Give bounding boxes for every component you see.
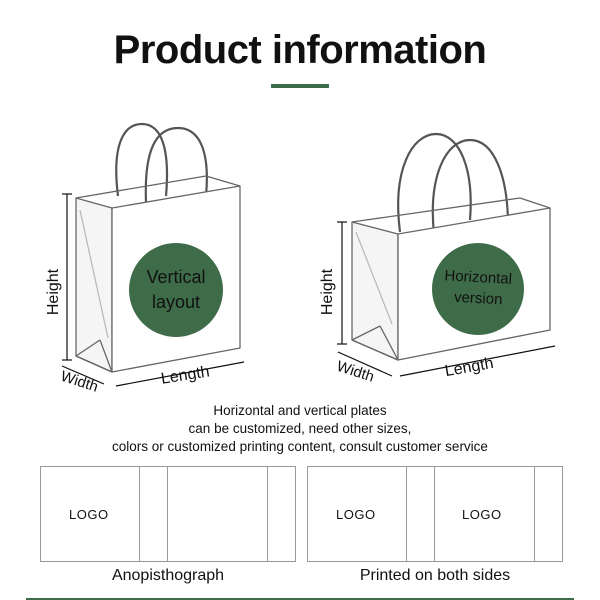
horizontal-bag-handle-back bbox=[397, 132, 472, 233]
vertical-width-line bbox=[61, 365, 105, 385]
double-side-caption: Printed on both sides bbox=[359, 567, 511, 584]
fold-line bbox=[139, 467, 140, 561]
horizontal-length-line bbox=[399, 345, 556, 377]
horizontal-version-circle bbox=[432, 243, 524, 335]
vertical-length-line bbox=[115, 361, 245, 387]
horizontal-version-label-1: Horizontal bbox=[444, 267, 512, 288]
vertical-length-label: Length bbox=[160, 363, 211, 387]
page-title: Product information bbox=[113, 28, 487, 72]
horizontal-width-line bbox=[337, 351, 393, 377]
bottom-divider bbox=[26, 598, 574, 600]
fold-line bbox=[406, 467, 407, 561]
horizontal-length-label: Length bbox=[444, 355, 495, 380]
double-side-layout-panel: LOGO LOGO bbox=[307, 466, 563, 562]
description-line-3: colors or customized printing content, c… bbox=[112, 439, 488, 454]
fold-line bbox=[267, 467, 268, 561]
vertical-width-label: Width bbox=[59, 368, 101, 396]
horizontal-width-label: Width bbox=[335, 358, 377, 386]
horizontal-bag-handle-front bbox=[431, 138, 510, 235]
description-line-1: Horizontal and vertical plates bbox=[213, 403, 387, 418]
vertical-layout-label-2: layout bbox=[152, 292, 200, 312]
logo-placeholder: LOGO bbox=[69, 507, 109, 522]
title-underline bbox=[271, 84, 329, 88]
single-side-layout-panel: LOGO bbox=[40, 466, 296, 562]
logo-placeholder-right: LOGO bbox=[462, 507, 502, 522]
horizontal-version-label-2: version bbox=[454, 289, 503, 309]
fold-line bbox=[167, 467, 168, 561]
single-side-caption: Anopisthograph bbox=[111, 567, 225, 584]
horizontal-height-label: Height bbox=[319, 268, 336, 315]
vertical-height-label: Height bbox=[45, 268, 62, 315]
vertical-layout-label-1: Vertical bbox=[146, 267, 205, 287]
logo-placeholder-left: LOGO bbox=[336, 507, 376, 522]
customization-description: Horizontal and vertical plates can be cu… bbox=[0, 402, 600, 456]
vertical-layout-circle bbox=[129, 243, 223, 337]
vertical-bag-handle-back bbox=[115, 122, 169, 197]
fold-line bbox=[534, 467, 535, 561]
vertical-bag-handle-front bbox=[144, 126, 208, 203]
fold-line bbox=[434, 467, 435, 561]
description-line-2: can be customized, need other sizes, bbox=[188, 421, 412, 436]
